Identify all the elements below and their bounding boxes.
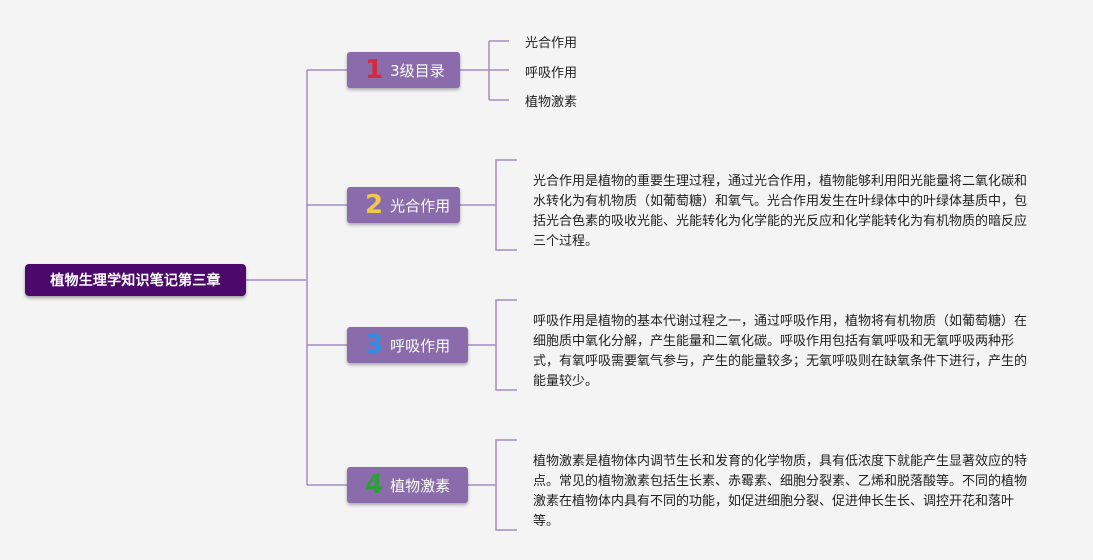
root-topic-label: 植物生理学知识笔记第三章 — [50, 273, 221, 289]
branch-3-description[interactable]: 呼吸作用是植物的基本代谢过程之一，通过呼吸作用，植物将有机物质（如葡萄糖）在细胞… — [533, 314, 1028, 389]
branch-4-description[interactable]: 植物激素是植物体内调节生长和发育的化学物质，具有低浓度下就能产生显著效应的特点。… — [533, 454, 1028, 529]
branch-3-label: 呼吸作用 — [390, 336, 451, 355]
branch-1-number: 1 — [365, 55, 384, 85]
branch-1-label: 3级目录 — [390, 61, 445, 80]
leaf-photosynthesis[interactable]: 光合作用 — [525, 36, 578, 51]
leaf-plant-hormones[interactable]: 植物激素 — [525, 95, 578, 110]
leaf-respiration[interactable]: 呼吸作用 — [525, 66, 578, 81]
branch-2-number: 2 — [365, 190, 384, 220]
branch-2-description[interactable]: 光合作用是植物的重要生理过程，通过光合作用，植物能够利用阳光能量将二氧化碳和水转… — [533, 174, 1028, 249]
root-topic[interactable]: 植物生理学知识笔记第三章 — [25, 264, 246, 296]
branch-4-number: 4 — [365, 470, 384, 500]
branch-4-topic[interactable]: 4 植物激素 — [347, 467, 468, 503]
branch-2-topic[interactable]: 2 光合作用 — [347, 187, 460, 223]
branch-3-topic[interactable]: 3 呼吸作用 — [347, 327, 468, 363]
branch-3-number: 3 — [365, 330, 384, 360]
branch-2-label: 光合作用 — [390, 196, 451, 215]
branch-1-topic[interactable]: 1 3级目录 — [347, 52, 460, 88]
branch-4-label: 植物激素 — [390, 476, 451, 495]
